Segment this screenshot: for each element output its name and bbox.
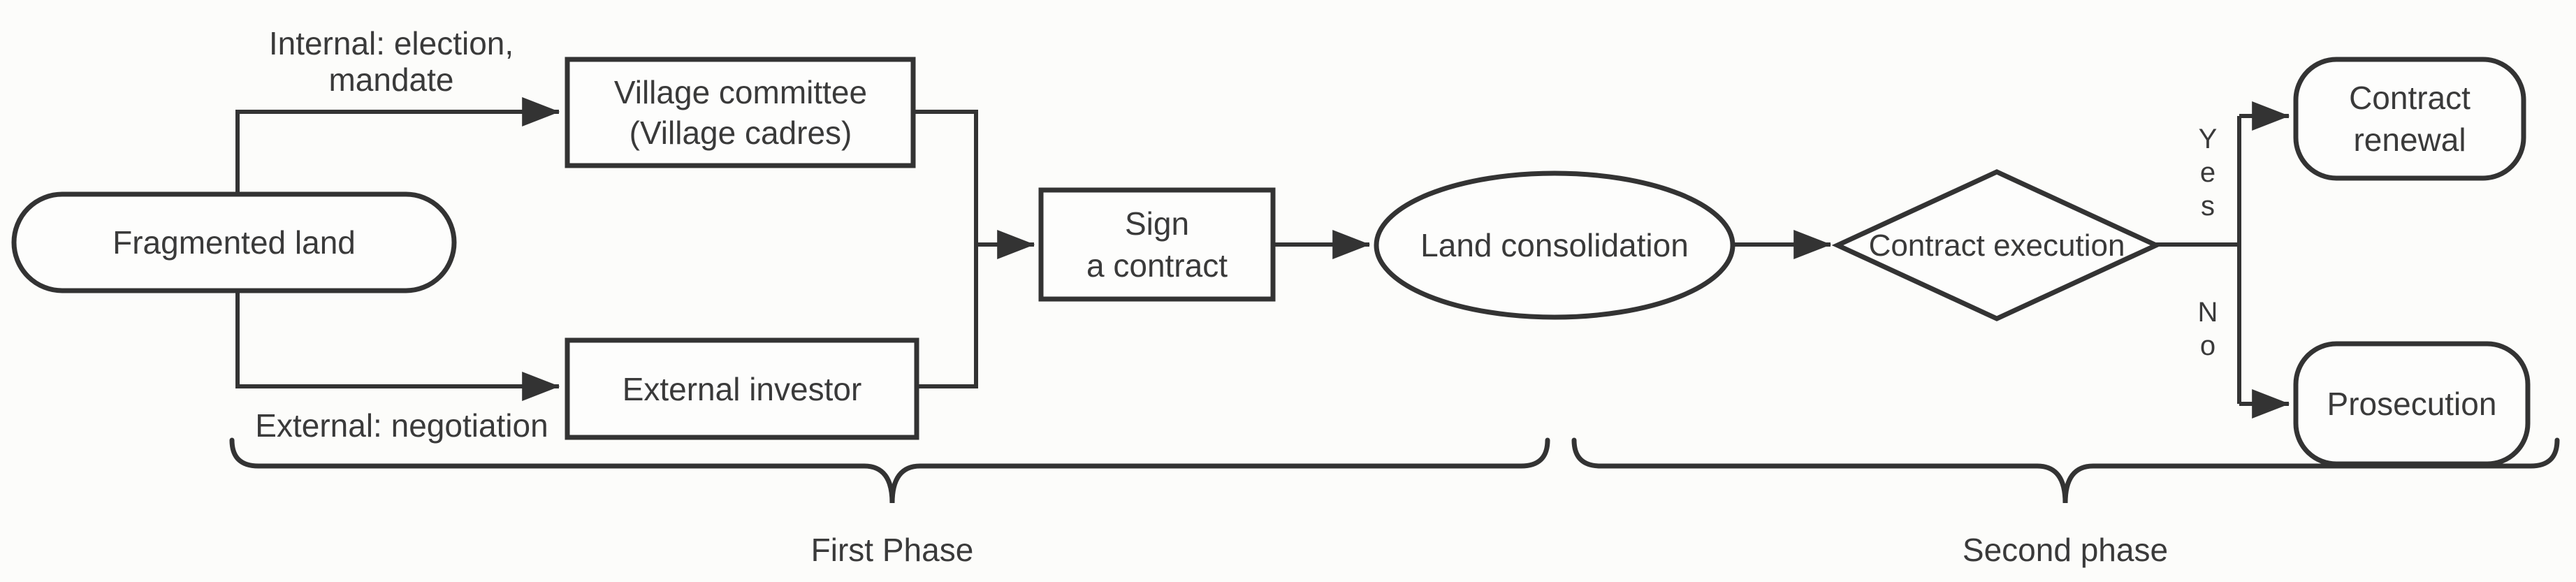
village-committee-label-line2: (Village cadres) bbox=[630, 115, 852, 151]
edge-fragmented-to-external-investor bbox=[235, 291, 560, 401]
external-investor-label: External investor bbox=[623, 371, 862, 407]
edge-merge-rail bbox=[913, 110, 978, 388]
land-consolidation-label: Land consolidation bbox=[1420, 227, 1689, 263]
internal-edge-label-line2: mandate bbox=[328, 61, 453, 98]
external-investor-node bbox=[565, 337, 919, 440]
contract-execution-node bbox=[1831, 169, 2162, 321]
contract-renewal-label-line2: renewal bbox=[2353, 122, 2466, 158]
first-phase-brace bbox=[229, 437, 1550, 504]
fragmented-land-node bbox=[11, 191, 457, 293]
village-committee-label-line1: Village committee bbox=[614, 74, 867, 110]
internal-edge-label-line1: Internal: election, bbox=[269, 25, 514, 61]
external-edge-label: External: negotiation bbox=[255, 407, 548, 444]
land-consolidation-node bbox=[1374, 170, 1735, 320]
contract-execution-label: Contract execution bbox=[1869, 228, 2125, 263]
contract-renewal-node bbox=[2293, 57, 2526, 181]
second-phase-brace bbox=[1571, 437, 2560, 504]
sign-contract-label-line2: a contract bbox=[1086, 247, 1228, 284]
sign-contract-node bbox=[1038, 187, 1276, 302]
village-committee-node bbox=[565, 57, 916, 168]
edge-fragmented-to-village-committee bbox=[235, 97, 560, 194]
fragmented-land-label: Fragmented land bbox=[112, 224, 356, 261]
prosecution-label: Prosecution bbox=[2327, 386, 2497, 422]
second-phase-label: Second phase bbox=[1963, 532, 2168, 568]
contract-renewal-label-line1: Contract bbox=[2349, 80, 2471, 116]
first-phase-label: First Phase bbox=[811, 532, 974, 568]
sign-contract-label-line1: Sign bbox=[1125, 205, 1189, 242]
